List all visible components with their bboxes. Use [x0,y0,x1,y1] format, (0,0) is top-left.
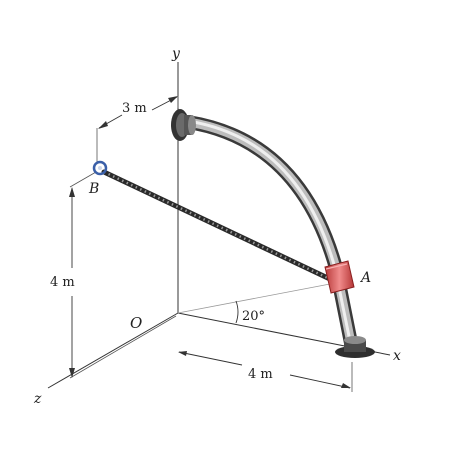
point-b-label: B [88,181,99,197]
top-dimension-arrow-left [98,121,108,129]
x-axis-label: x [393,348,401,364]
bottom-dimension-line-left [178,351,243,366]
rope-twist [103,170,333,282]
collar-a [324,260,355,294]
top-dimension-label: 3 m [122,101,147,116]
z-axis-label: z [33,391,42,407]
angle-arc [235,300,239,324]
projection-line [177,283,331,314]
height-extension-line [69,171,97,188]
top-dimension-arrow-right [168,96,178,103]
bottom-dimension-line-right [289,374,351,389]
z-axis [47,312,179,389]
top-support-bracket [171,109,196,141]
bottom-support-bracket [335,336,375,358]
left-dimension-arrow-top [69,187,75,197]
curved-rod-shine [186,119,353,348]
angle-label: 20° [242,309,265,324]
point-a-label: A [359,270,371,286]
y-axis-label: y [171,46,181,62]
left-dimension-arrow-bottom [69,368,75,378]
bottom-dimension-label: 4 m [248,367,273,382]
left-dimension-label: 4 m [50,275,75,290]
bottom-dimension-arrow-right [341,383,351,388]
base-extension-line [69,315,177,379]
eye-bolt-b [92,160,108,176]
bottom-dimension-arrow-left [178,351,187,356]
origin-label: O [130,314,142,332]
